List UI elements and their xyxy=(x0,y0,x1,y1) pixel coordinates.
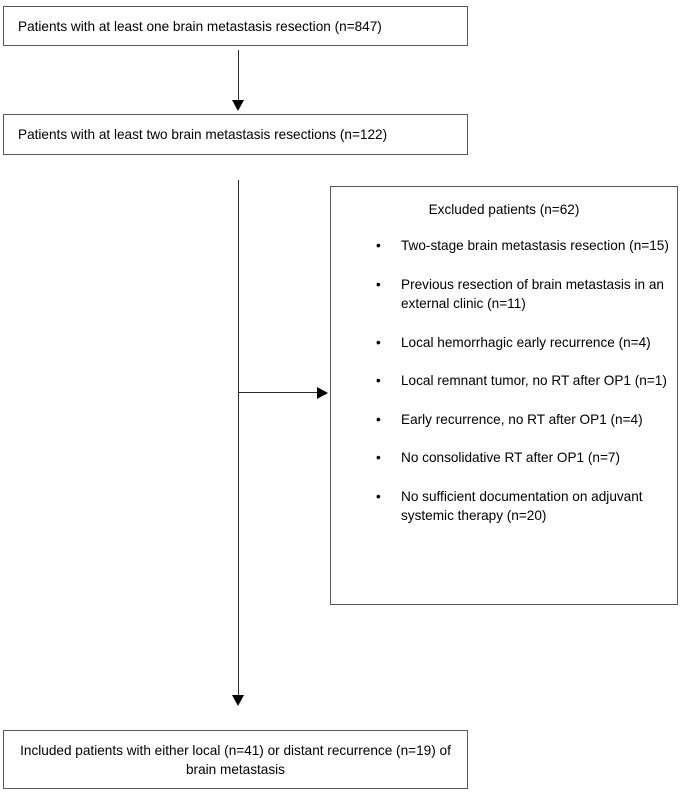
arrow-down-icon-cohort2-to-included xyxy=(231,695,244,706)
node-cohort-one-resection: Patients with at least one brain metasta… xyxy=(3,6,468,46)
arrow-right-icon-trunk-to-excluded xyxy=(317,386,328,399)
list-item-label: Two-stage brain metastasis resection (n=… xyxy=(401,238,669,253)
bullet-icon: • xyxy=(376,488,381,504)
list-item: • Early recurrence, no RT after OP1 (n=4… xyxy=(331,410,677,430)
bullet-icon: • xyxy=(376,334,381,350)
bullet-icon: • xyxy=(376,450,381,465)
node-cohort-two-resections-label: Patients with at least two brain metasta… xyxy=(18,127,388,142)
node-cohort-one-resection-label: Patients with at least one brain metasta… xyxy=(18,18,382,34)
list-item-label: No sufficient documentation on adjuvant … xyxy=(401,488,643,524)
connector-cohort2-to-included-line xyxy=(237,180,239,697)
bullet-icon: • xyxy=(376,276,381,292)
list-item: • No sufficient documentation on adjuvan… xyxy=(331,487,677,526)
arrow-down-icon-cohort1-to-cohort2 xyxy=(231,100,244,111)
list-item: • Two-stage brain metastasis resection (… xyxy=(331,236,677,256)
list-item-label: No consolidative RT after OP1 (n=7) xyxy=(401,450,620,465)
bullet-icon: • xyxy=(376,411,381,427)
connector-cohort1-to-cohort2-line xyxy=(237,50,239,102)
node-included-patients-label: Included patients with either local (n=4… xyxy=(20,742,451,777)
bullet-icon: • xyxy=(376,238,381,253)
connector-trunk-to-excluded-line xyxy=(238,391,318,393)
list-item: • No consolidative RT after OP1 (n=7) xyxy=(331,448,677,468)
node-excluded-patients: Excluded patients (n=62) • Two-stage bra… xyxy=(330,186,678,605)
node-cohort-two-resections: Patients with at least two brain metasta… xyxy=(3,114,468,155)
list-item-label: Previous resection of brain metastasis i… xyxy=(401,276,664,312)
list-item: • Previous resection of brain metastasis… xyxy=(331,275,677,314)
node-included-patients: Included patients with either local (n=4… xyxy=(3,730,468,789)
list-item-label: Local remnant tumor, no RT after OP1 (n=… xyxy=(401,373,667,388)
excluded-reasons-list: • Two-stage brain metastasis resection (… xyxy=(331,236,677,526)
bullet-icon: • xyxy=(376,373,381,388)
excluded-patients-title: Excluded patients (n=62) xyxy=(428,202,580,217)
list-item: • Local hemorrhagic early recurrence (n=… xyxy=(331,333,677,353)
list-item-label: Local hemorrhagic early recurrence (n=4) xyxy=(401,334,651,350)
list-item: • Local remnant tumor, no RT after OP1 (… xyxy=(331,371,677,391)
list-item-label: Early recurrence, no RT after OP1 (n=4) xyxy=(401,411,643,427)
